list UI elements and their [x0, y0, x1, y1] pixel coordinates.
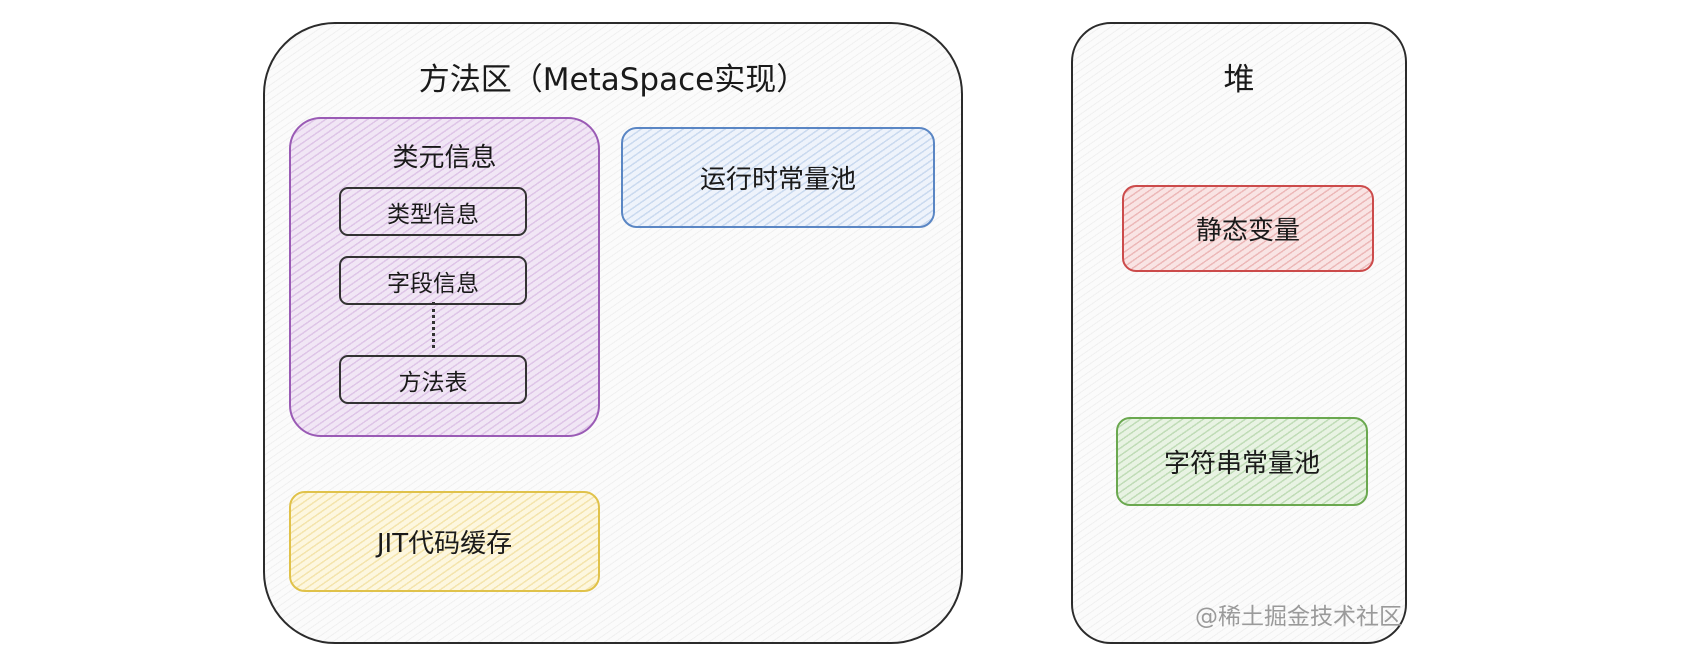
method-area-container: 方法区（MetaSpace实现） 类元信息 类型信息 字段信息 方法表 运行时常…: [263, 22, 963, 644]
static-variables-box: 静态变量: [1122, 185, 1374, 272]
method-table-box: 方法表: [339, 355, 527, 404]
heap-title: 堆: [1223, 62, 1255, 98]
type-info-box: 类型信息: [339, 187, 527, 236]
runtime-constant-pool-box: 运行时常量池: [621, 127, 935, 228]
runtime-constant-pool-label: 运行时常量池: [699, 165, 856, 195]
string-constant-pool-label: 字符串常量池: [1163, 449, 1320, 479]
watermark-text: @稀土掘金技术社区: [1195, 604, 1402, 630]
field-info-label: 字段信息: [387, 270, 479, 297]
method-table-label: 方法表: [398, 369, 468, 396]
jit-code-cache-box: JIT代码缓存: [289, 491, 600, 592]
class-meta-title: 类元信息: [392, 143, 497, 173]
string-constant-pool-box: 字符串常量池: [1116, 417, 1368, 506]
method-area-title: 方法区（MetaSpace实现）: [418, 62, 808, 98]
class-meta-box: 类元信息 类型信息 字段信息 方法表: [289, 117, 600, 437]
heap-container: 堆 静态变量 字符串常量池: [1071, 22, 1407, 644]
field-info-box: 字段信息: [339, 256, 527, 305]
ellipsis-dots: [432, 302, 435, 348]
jit-code-cache-label: JIT代码缓存: [376, 529, 513, 559]
static-variables-label: 静态变量: [1195, 216, 1300, 246]
type-info-label: 类型信息: [387, 201, 479, 228]
